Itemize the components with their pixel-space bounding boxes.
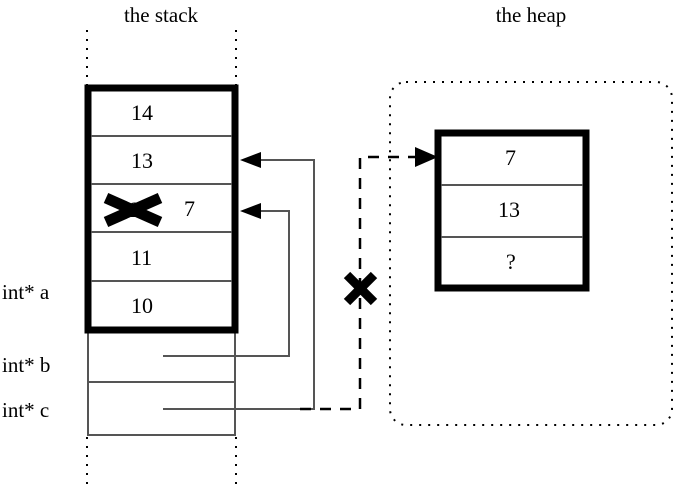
stack-box [84,84,239,334]
struck-value-x-icon [103,192,163,228]
heap-cell-value-0: 7 [505,145,516,170]
stack-cell-value-4: 10 [131,293,153,318]
stack-cell-value-2: 12 [119,197,141,222]
struck-x-stroke-2 [103,192,163,228]
heap-title: the heap [495,3,567,27]
stack-title: the stack [123,3,199,27]
pointer-c-arrowhead [240,152,261,168]
stack-cell-value-1: 13 [131,148,153,173]
pointer-c-path [163,159,315,410]
pointer-b-connector [163,203,290,357]
heap-cell-value-1: 13 [498,197,520,222]
stack-pointer-frame [87,329,236,436]
severed-link-x-icon [343,271,378,306]
stack-cell-replacement-2: 7 [184,196,195,221]
pointer-b-path [163,210,290,357]
stack-cell-value-3: 11 [131,245,153,270]
heap-cell-value-2: ? [506,249,516,274]
stack-cell-value-0: 14 [131,100,153,125]
stack-frame [84,84,239,334]
dangling-heap-arrowhead [415,147,438,167]
pointer-label-a: int* a [2,280,50,304]
stack-guide-lines [86,30,237,487]
heap-block-frame [434,129,590,292]
pointer-b-arrowhead [240,203,261,219]
heap-block [434,129,590,292]
pointer-label-b: int* b [2,353,51,377]
severed-x-stroke-2 [343,271,378,306]
pointer-label-c: int* c [2,398,50,422]
pointer-c-connector [163,152,315,410]
